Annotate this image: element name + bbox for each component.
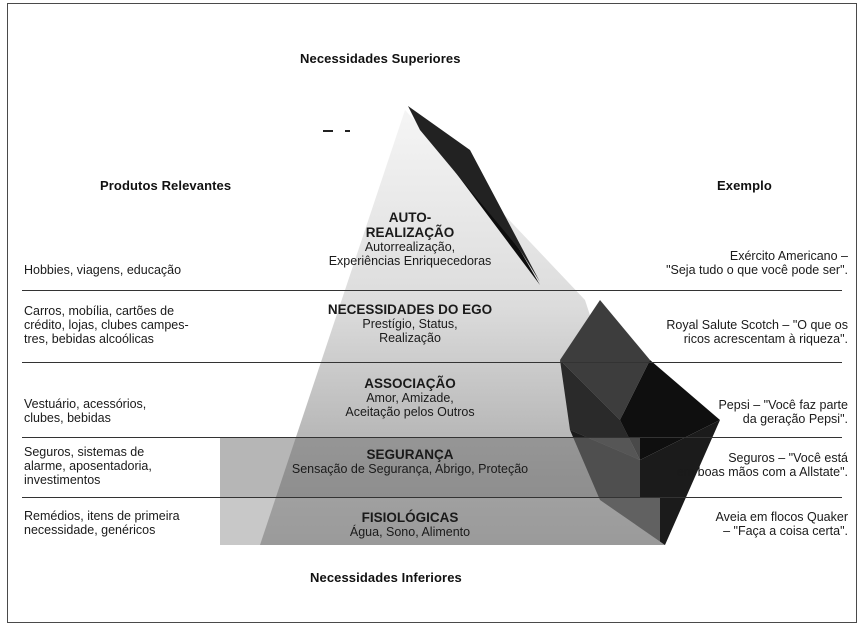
level-title: NECESSIDADES DO EGO (327, 302, 493, 317)
product-text: Vestuário, acessórios, (24, 397, 147, 411)
pyramid-front-face (260, 110, 665, 545)
level-title: SEGURANÇA (366, 447, 454, 462)
level-description: Amor, Amizade, (366, 391, 454, 405)
product-text: necessidade, genéricos (24, 523, 156, 537)
physiological-band (220, 497, 660, 545)
example-text: em boas mãos com a Allstate". (676, 465, 848, 479)
product-text: Remédios, itens de primeira (24, 509, 180, 523)
pyramid-apex-blade-edge (408, 106, 540, 282)
example-ego: Royal Salute Scotch – "O que os ricos ac… (608, 318, 848, 346)
pyramid-side-face-upper (560, 300, 650, 420)
level-physiological: FISIOLÓGICAS Água, Sono, Alimento (230, 510, 590, 539)
level-self-actualization: AUTO- REALIZAÇÃO Autorrealização, Experi… (230, 210, 590, 268)
security-band (220, 437, 640, 497)
example-belonging: Pepsi – "Você faz parte da geração Pepsi… (608, 398, 848, 426)
example-text: Seguros – "Você está (728, 451, 848, 465)
example-text: da geração Pepsi". (742, 412, 848, 426)
products-physiological: Remédios, itens de primeira necessidade,… (24, 509, 254, 537)
level-security: SEGURANÇA Sensação de Segurança, Abrigo,… (230, 447, 590, 476)
product-text: Seguros, sistemas de (24, 445, 145, 459)
level-title: ASSOCIAÇÃO (364, 376, 456, 391)
example-text: "Seja tudo o que você pode ser". (666, 263, 848, 277)
example-text: Aveia em flocos Quaker (715, 510, 848, 524)
level-description: Água, Sono, Alimento (349, 525, 471, 539)
pyramid-side-face-mid (560, 360, 640, 460)
level-title: AUTO- (388, 210, 432, 225)
column-right-header: Exemplo (717, 178, 772, 193)
level-description: Autorrealização, (364, 240, 456, 254)
level-description: Realização (379, 331, 441, 345)
product-text: crédito, lojas, clubes campes- (24, 318, 189, 332)
product-text: Hobbies, viagens, educação (24, 263, 182, 277)
example-text: ricos acrescentam à riqueza". (683, 332, 848, 346)
level-description: Prestígio, Status, (362, 317, 458, 331)
product-text: alarme, aposentadoria, (24, 459, 152, 473)
level-belonging: ASSOCIAÇÃO Amor, Amizade, Aceitação pelo… (230, 376, 590, 419)
example-text: Royal Salute Scotch – "O que os (666, 318, 848, 332)
products-ego: Carros, mobília, cartões de crédito, loj… (24, 304, 254, 346)
header-top: Necessidades Superiores (300, 51, 461, 66)
level-ego: NECESSIDADES DO EGO Prestígio, Status, R… (230, 302, 590, 345)
product-text: Carros, mobília, cartões de (24, 304, 175, 318)
level-description: Sensação de Segurança, Abrigo, Proteção (291, 462, 529, 476)
products-belonging: Vestuário, acessórios, clubes, bebidas (24, 397, 254, 425)
example-text: – "Faça a coisa certa". (723, 524, 848, 538)
separator-3 (22, 437, 842, 438)
example-self-actualization: Exército Americano – "Seja tudo o que vo… (608, 249, 848, 277)
products-security: Seguros, sistemas de alarme, aposentador… (24, 445, 254, 487)
level-description: Experiências Enriquecedoras (328, 254, 492, 268)
products-self-actualization: Hobbies, viagens, educação (24, 263, 254, 277)
level-title: REALIZAÇÃO (365, 225, 455, 240)
example-physiological: Aveia em flocos Quaker – "Faça a coisa c… (608, 510, 848, 538)
product-text: clubes, bebidas (24, 411, 111, 425)
separator-2 (22, 362, 842, 363)
column-left-header: Produtos Relevantes (100, 178, 232, 193)
level-title: FISIOLÓGICAS (361, 510, 459, 525)
header-bottom: Necessidades Inferiores (310, 570, 462, 585)
separator-4 (22, 497, 842, 498)
product-text: investimentos (24, 473, 101, 487)
example-text: Pepsi – "Você faz parte (718, 398, 848, 412)
product-text: tres, bebidas alcoólicas (24, 332, 154, 346)
example-text: Exército Americano – (729, 249, 848, 263)
level-description: Aceitação pelos Outros (345, 405, 475, 419)
pyramid-side-face-right (620, 360, 720, 460)
example-security: Seguros – "Você está em boas mãos com a … (608, 451, 848, 479)
separator-1 (22, 290, 842, 291)
